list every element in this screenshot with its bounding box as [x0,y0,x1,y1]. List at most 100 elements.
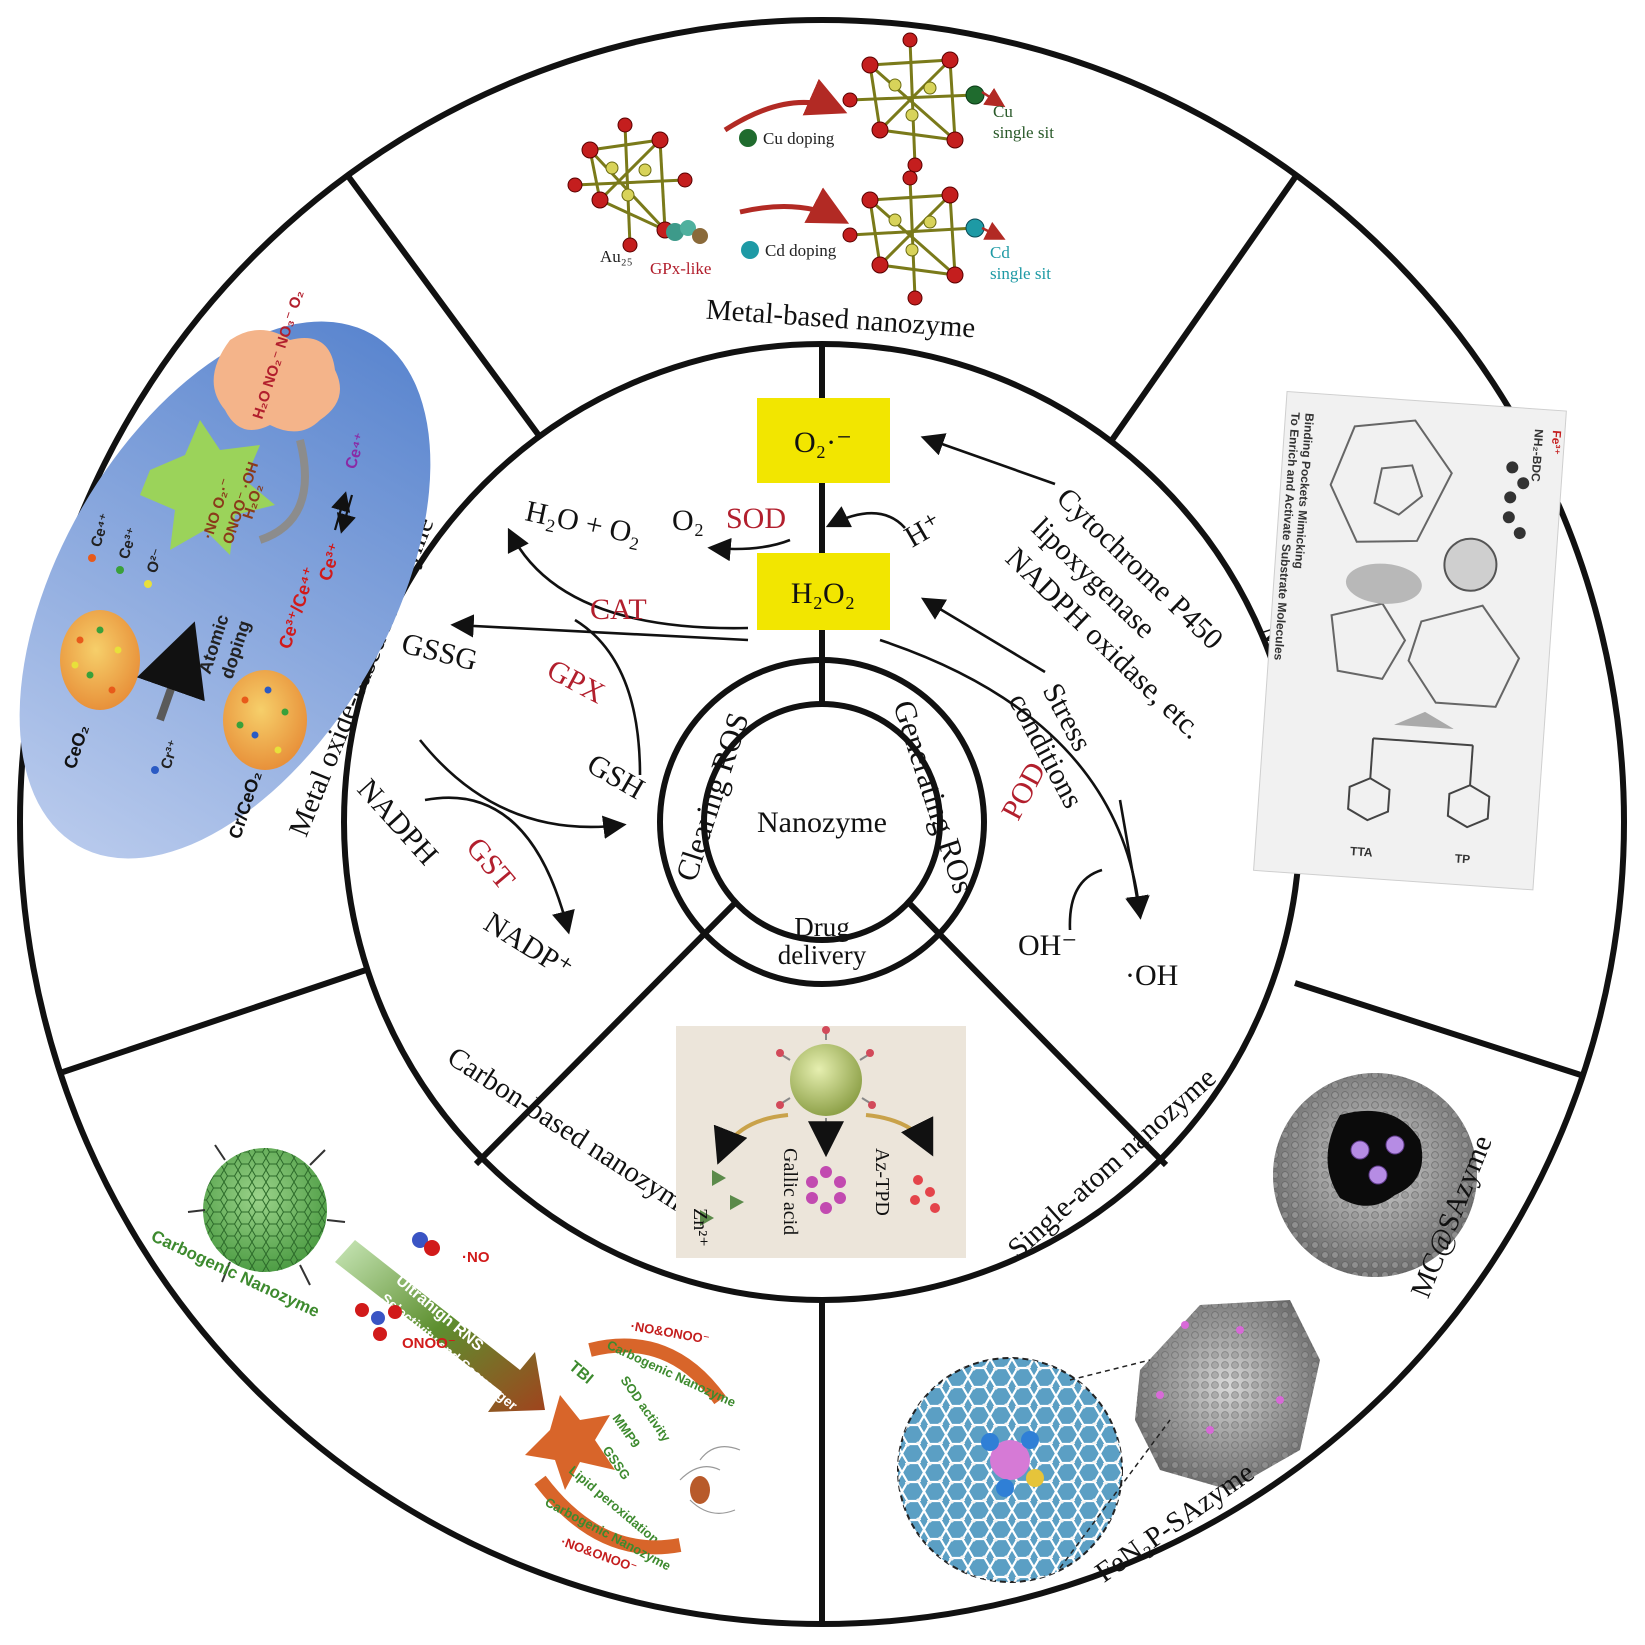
divider-metaloxide-carbon [59,967,367,1076]
cd-doping-arrow [739,187,850,224]
stress-arrow [920,597,1046,674]
no-label: ·NO [462,1249,490,1266]
divider-metal-mof [1109,174,1299,442]
aztpd-label: Az-TPD [871,1148,893,1216]
tta-label: TTA [1350,844,1374,860]
au25-label: Au₂₅ [600,247,633,266]
bottom-band [534,1475,682,1555]
ros-star [140,420,275,555]
legend-o-dot [144,580,152,588]
gallic-molecule [806,1166,846,1214]
cat-arrow [507,527,749,630]
ring-drug-line1: Drug [794,912,850,942]
aztpd-particles [910,1175,940,1213]
magnifier-icon [1443,537,1498,592]
nh2bdc-label: NH₂-BDC [1528,429,1546,483]
mof-background [1253,390,1567,891]
drug-nanoparticle [790,1044,862,1116]
neuron-cell [525,1395,615,1490]
superoxide-label: O₂·⁻ [794,426,852,459]
p-atom [1026,1469,1044,1487]
gst-arrow-1 [418,739,627,839]
onoo-label: ONOO⁻ [402,1335,456,1352]
release-arrow-zn [713,1113,789,1165]
spoke-lower-right [905,899,1169,1168]
legend-o2: O²⁻ [144,547,168,576]
hplus-arrow [825,506,906,529]
cycle-arrow [258,439,309,544]
cu-site-arrow [981,87,1006,108]
legend-ce4-dot [88,554,96,562]
mof-framework [1329,419,1521,708]
mof-molecule [1502,461,1530,540]
drug-panel: Zn²⁺ Gallic acid Az-TPD [676,1026,966,1258]
mof-arrow-1 [1394,711,1454,729]
gpx-like-label: GPx-like [650,259,711,278]
metal-oxide-panel: H₂O NO₂⁻ NO₃⁻ O₂ ·NO O₂·⁻ ONOO⁻ ·OH H₂O₂… [19,288,431,859]
cd-doping-label: Cd doping [765,241,837,260]
spoke-lower-left [473,899,739,1167]
zn-label: Zn²⁺ [689,1208,711,1247]
functional-groups [187,1144,346,1286]
metal-panel: Cu doping Cd doping Au₂₅ GPx-like Cu sin… [567,32,1054,306]
peroxide-box [757,553,890,630]
fe-label: Fe³⁺ [1548,430,1564,455]
oh-arrow [1118,799,1149,920]
n-atom-3 [996,1479,1014,1497]
sod-label: SOD [726,502,786,535]
gst-label: GST [460,831,522,896]
cr-ceo2-dots [236,686,289,754]
cd-atom-icon [741,241,759,259]
carbon-panel: Carbogenic Nanozyme Ultrahigh RNS Select… [148,1144,741,1575]
divider-metal-metaloxide [345,174,543,439]
n-atom-2 [1021,1431,1039,1449]
cu-doping-label: Cu doping [763,129,835,148]
core-label: Nanozyme [757,806,887,839]
wheel-structure [17,17,1627,1627]
legend-ce3-dot [116,566,124,574]
mc-cavity [1327,1110,1423,1206]
water-oxygen-label: H₂O + O₂ [523,495,645,552]
cd-site-arrow [981,221,1006,240]
sod-arrow [707,537,791,562]
fe-center-atom [990,1440,1030,1480]
zn-particles [700,1170,744,1226]
cr-ceo2-particle [223,670,307,770]
cu-site-line1: Cu [993,102,1013,121]
gst-arrow-2 [424,796,575,935]
tbi-label: TBI [565,1358,596,1388]
peroxide-label: H₂O₂ [791,577,855,610]
gsh-curve [574,618,642,776]
cd-site-line1: Cd [990,243,1010,262]
gssg-label: GSSG [398,627,480,678]
sources-arrow [920,433,1056,486]
redox-arrows [331,491,356,534]
section-single-atom-label: Single-atom nanozyme [1002,1062,1223,1265]
fen3p-sheet-texture [1135,1300,1320,1490]
tp-label: TP [1454,851,1470,866]
no-molecule [412,1232,440,1256]
cell-body [690,1476,710,1504]
pod-oh-curve [1068,868,1103,931]
cu-doping-arrow [723,78,848,133]
single-atom-panel: MC@SAzyme FeN₃P-SAzyme [897,1073,1499,1589]
onoo-molecule [355,1303,402,1341]
cu-doped-cluster [842,32,985,173]
cu-site-line2: single sit [993,123,1054,142]
cr3-dot [151,766,159,774]
bacteria-icon [1345,563,1422,604]
metal-oxide-background [19,321,431,859]
zoom-line-2 [1059,1419,1171,1569]
hydroxyl-label: ·OH [1125,959,1178,992]
cd-doped-cluster [842,170,985,306]
mc-single-atoms [1350,1135,1405,1185]
nadph-label: NADPH [351,773,445,872]
gallic-label: Gallic acid [779,1148,801,1235]
mmp9-label: MMP9 [610,1411,644,1450]
cd-site-line2: single sit [990,264,1051,283]
cu-atom-icon [739,129,757,147]
mof-panel: Binding Pockets Mimicking To Enrich and … [1253,390,1567,891]
fen3p-dopants [1156,1321,1284,1434]
cat-label: CAT [590,593,647,626]
